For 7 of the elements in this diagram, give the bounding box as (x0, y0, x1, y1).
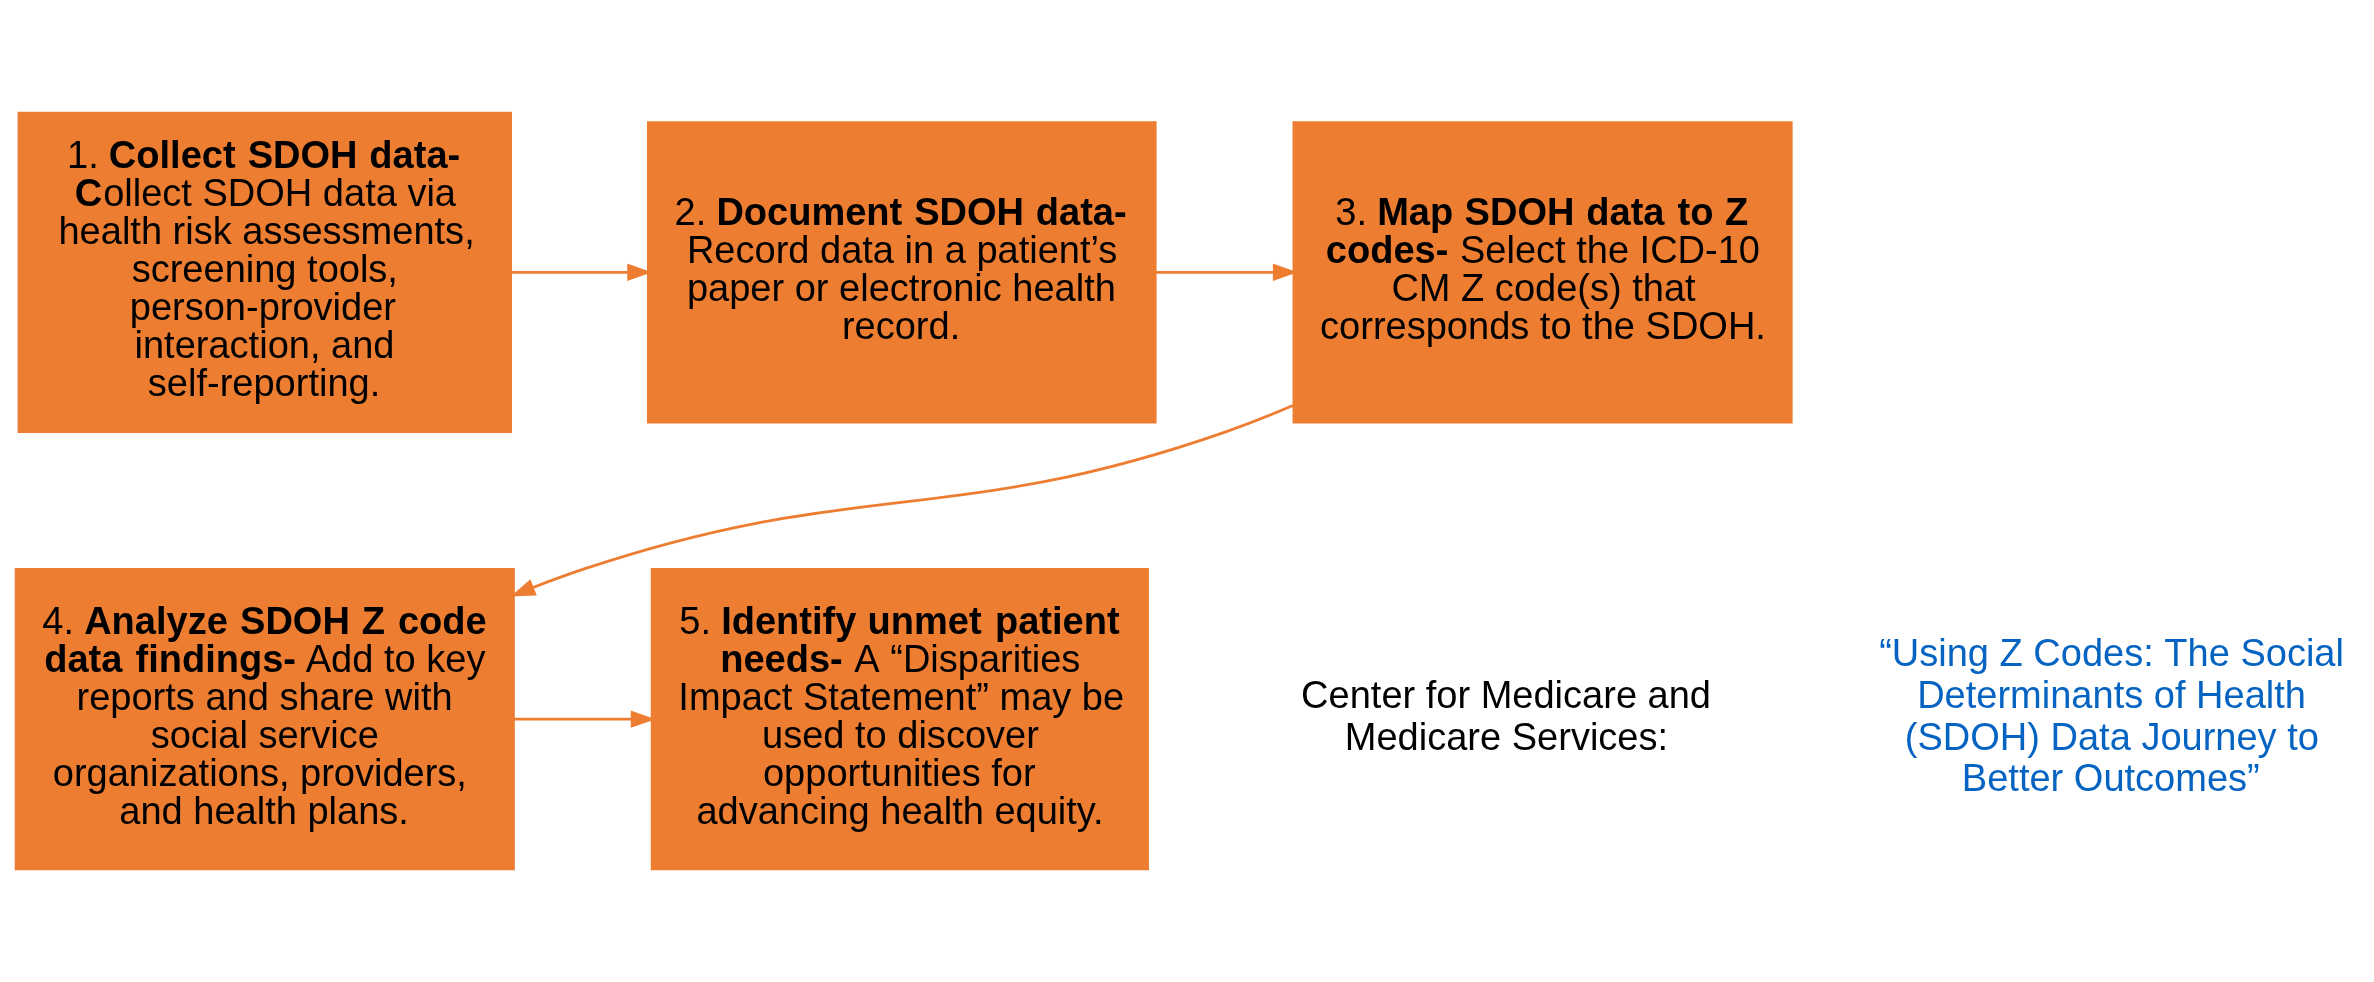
node-box: 3. Map SDOH data to Z codes- Select the ICD-10 CM Z code(s) that corresponds to the SDOH. (1292, 121, 1793, 424)
node-box: 2. Document SDOH data- Record data in a patient’s paper or electronic health record. (646, 121, 1157, 424)
node-box: 1. Collect SDOH data- Collect SDOH data via health risk assessments, screening tools, person-provider interaction, and self-reporting. (17, 111, 512, 433)
label: Center for Medicare and Medicare Services: (1301, 673, 1712, 758)
node-box: 5. Identify unmet patient needs- A “Disparities Impact Statement” may be used to discover opportunities for advancing health equity. (650, 568, 1149, 871)
node-box: 4. Analyze SDOH Z code data findings- Add to key reports and share with social service organizations, providers, and health plans. (14, 568, 515, 871)
label: “Using Z Codes: The Social Determinants of Health (SDOH) Data Journey to Better Outcomes” (1879, 631, 2344, 800)
